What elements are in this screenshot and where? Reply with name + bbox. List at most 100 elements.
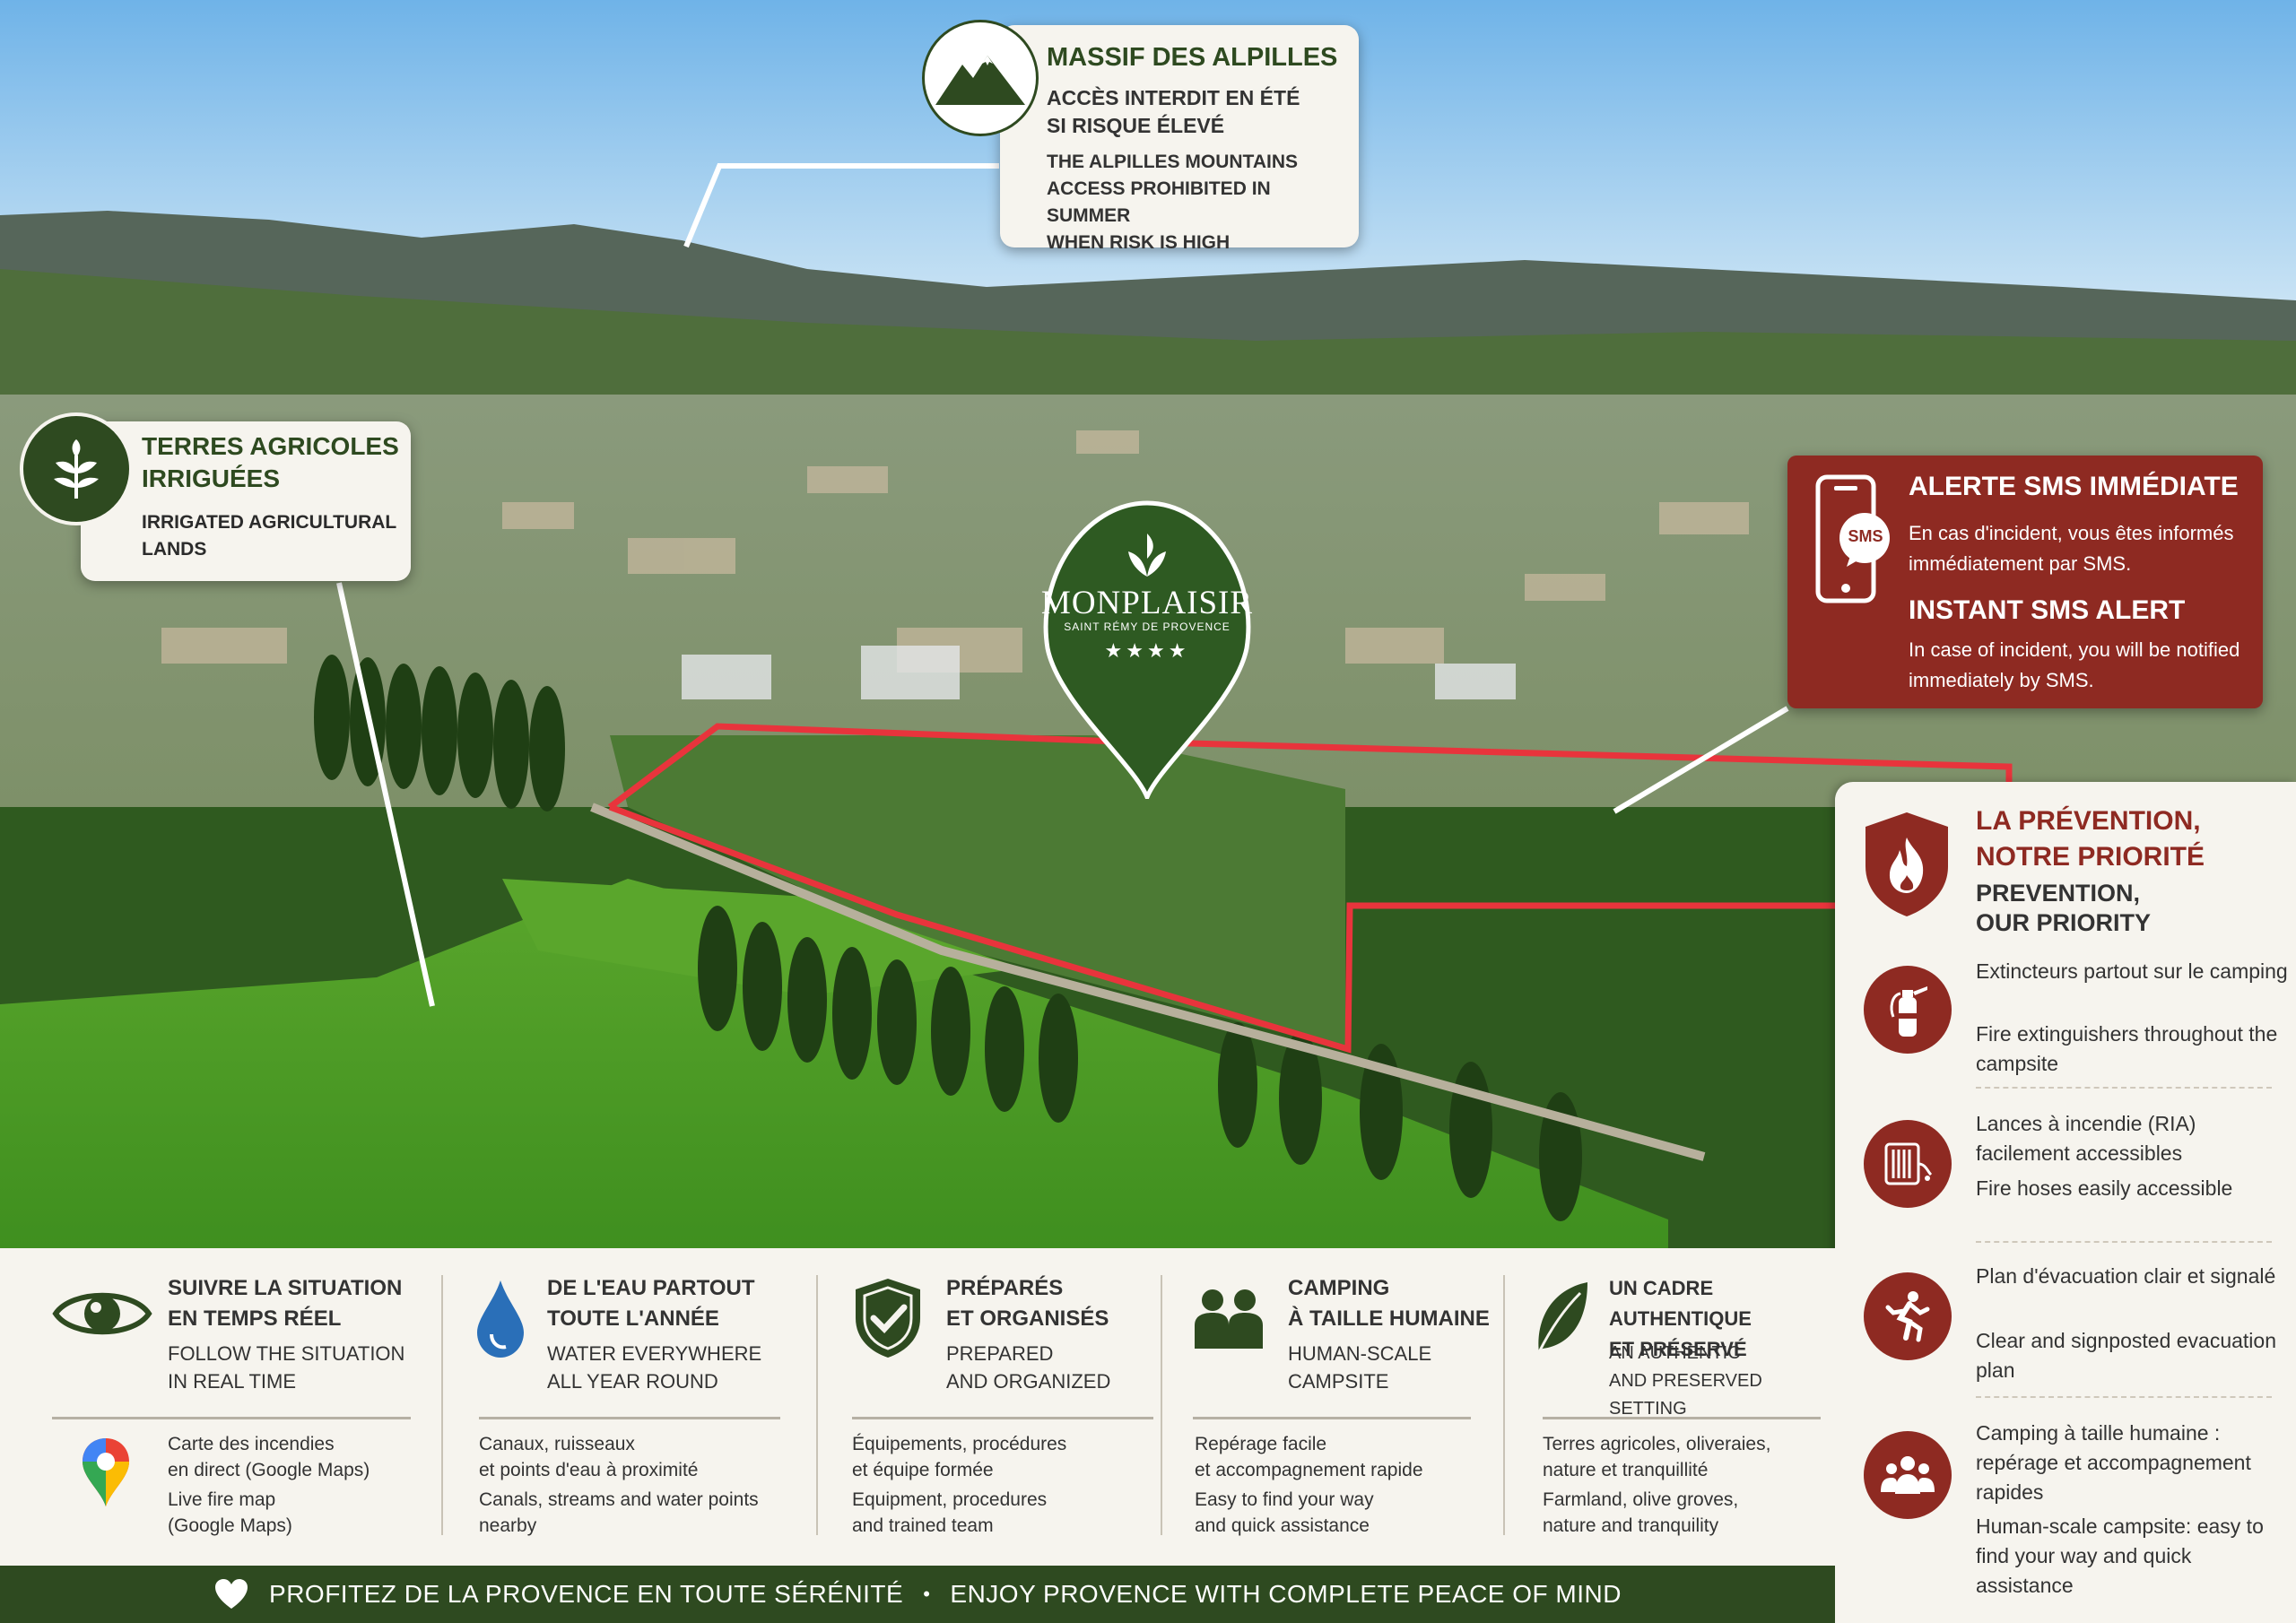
feature-en-line1: PREPARED [946, 1342, 1054, 1365]
leaf-icon [1537, 1282, 1587, 1353]
eye-icon [52, 1292, 152, 1335]
features-band: SUIVRE LA SITUATION EN TEMPS RÉEL FOLLOW… [0, 1248, 1835, 1566]
heart-icon [215, 1579, 248, 1609]
feature-title-line1: PRÉPARÉS [946, 1276, 1064, 1300]
sms-title-en: INSTANT SMS ALERT [1909, 595, 2186, 625]
footer-separator: • [923, 1583, 931, 1605]
feature-desc-fr-line2: en direct (Google Maps) [168, 1460, 370, 1480]
feature-desc-fr-line1: Repérage facile [1195, 1434, 1327, 1454]
alpilles-en-line3: WHEN RISK IS HIGH [1047, 232, 1231, 253]
feature-title-en: HUMAN-SCALE CAMPSITE [1288, 1340, 1431, 1395]
feature-separator [1503, 1275, 1505, 1535]
terres-title-line2: IRRIGUÉES [142, 464, 281, 492]
feature-desc-fr-line1: Équipements, procédures [852, 1434, 1067, 1454]
prevention-title-fr: LA PRÉVENTION, NOTRE PRIORITÉ [1976, 803, 2205, 875]
feature-desc-fr-line1: Terres agricoles, oliveraies, [1543, 1434, 1771, 1454]
feature-desc-fr: Canaux, ruisseaux et points d'eau à prox… [479, 1431, 698, 1483]
prevention-title-en: PREVENTION, OUR PRIORITY [1976, 879, 2151, 938]
feature-en-line2: AND PRESERVED SETTING [1609, 1371, 1762, 1419]
feature-desc-fr: Repérage facile et accompagnement rapide [1195, 1431, 1423, 1483]
sms-alert-panel: SMS ALERTE SMS IMMÉDIATE En cas d'incide… [1787, 456, 2263, 708]
feature-desc-en: Live fire map (Google Maps) [168, 1487, 292, 1539]
prevention-item-fr: Lances à incendie (RIA) facilement acces… [1976, 1112, 2196, 1165]
feature-separator [441, 1275, 443, 1535]
feature-title-en: PREPARED AND ORGANIZED [946, 1340, 1110, 1395]
fire-hose-icon [1884, 1142, 1933, 1185]
footer-text-fr: PROFITEZ DE LA PROVENCE EN TOUTE SÉRÉNIT… [269, 1580, 904, 1608]
prevention-item-fr: Camping à taille humaine : repérage et a… [1976, 1421, 2251, 1504]
feature-en-line2: CAMPSITE [1288, 1370, 1389, 1393]
feature-desc-fr-line2: et équipe formée [852, 1460, 994, 1480]
terres-en-line2: LANDS [142, 539, 207, 560]
feature-desc-fr: Équipements, procédures et équipe formée [852, 1431, 1066, 1483]
group-badge [1864, 1431, 1952, 1519]
feature-divider [479, 1417, 780, 1419]
feature-title-line2: ET PRÉSERVÉ [1609, 1338, 1747, 1360]
feature-desc-fr: Terres agricoles, oliveraies, nature et … [1543, 1431, 1770, 1483]
alpilles-callout: MASSIF DES ALPILLES ACCÈS INTERDIT EN ÉT… [1000, 25, 1359, 253]
feature-desc-en: Easy to find your way and quick assistan… [1195, 1487, 1374, 1539]
feature-en-line2: AND ORGANIZED [946, 1370, 1111, 1393]
feature-title-en: FOLLOW THE SITUATION IN REAL TIME [168, 1340, 404, 1395]
feature-title: SUIVRE LA SITUATION EN TEMPS RÉEL [168, 1273, 402, 1334]
alpilles-text-en: THE ALPILLES MOUNTAINS ACCESS PROHIBITED… [1047, 149, 1359, 256]
mountain-icon [935, 56, 1025, 105]
sms-text-en: In case of incident, you will be notifie… [1909, 638, 2240, 691]
feature-separator [816, 1275, 818, 1535]
prevention-en-line2: OUR PRIORITY [1976, 909, 2152, 936]
prevention-item-en: Human-scale campsite: easy to find your … [1976, 1515, 2264, 1597]
prevention-panel: LA PRÉVENTION, NOTRE PRIORITÉ PREVENTION… [1835, 782, 2296, 1623]
feature-prepared: PRÉPARÉS ET ORGANISÉS PREPARED AND ORGAN… [825, 1248, 1166, 1566]
feature-water: DE L'EAU PARTOUT TOUTE L'ANNÉE WATER EVE… [448, 1248, 807, 1566]
footer-text-en: ENJOY PROVENCE WITH COMPLETE PEACE OF MI… [950, 1580, 1622, 1608]
alpilles-fr-line1: ACCÈS INTERDIT EN ÉTÉ [1047, 86, 1300, 109]
logo-subtitle: SAINT RÉMY DE PROVENCE [1064, 621, 1231, 633]
feature-title-en: WATER EVERYWHERE ALL YEAR ROUND [547, 1340, 761, 1395]
feature-title-line2: À TAILLE HUMAINE [1288, 1306, 1490, 1331]
feature-title-line1: CAMPING [1288, 1276, 1390, 1300]
terres-callout: TERRES AGRICOLES IRRIGUÉES IRRIGATED AGR… [81, 421, 411, 581]
prevention-item-en: Clear and signposted evacuation plan [1976, 1329, 2277, 1382]
alpilles-fr-line2: SI RISQUE ÉLEVÉ [1047, 114, 1225, 137]
feature-title-line1: SUIVRE LA SITUATION [168, 1276, 403, 1300]
prevention-divider [1976, 1087, 2272, 1089]
feature-human-scale: CAMPING À TAILLE HUMAINE HUMAN-SCALE CAM… [1166, 1248, 1507, 1566]
feature-separator [1161, 1275, 1162, 1535]
feature-en-line2: IN REAL TIME [168, 1370, 297, 1393]
prevention-item-en: Fire hoses easily accessible [1976, 1176, 2233, 1200]
feature-desc-en-line2: and trained team [852, 1515, 994, 1536]
prevention-en-line1: PREVENTION, [1976, 880, 2141, 907]
feature-title-line2: ET ORGANISÉS [946, 1306, 1109, 1331]
feature-title: PRÉPARÉS ET ORGANISÉS [946, 1273, 1109, 1334]
alpilles-text-fr: ACCÈS INTERDIT EN ÉTÉ SI RISQUE ÉLEVÉ [1047, 84, 1300, 140]
feature-desc-fr-line1: Carte des incendies [168, 1434, 335, 1454]
feature-title-line1: DE L'EAU PARTOUT [547, 1276, 755, 1300]
terres-title-line1: TERRES AGRICOLES [142, 432, 399, 460]
feature-en-line1: WATER EVERYWHERE [547, 1342, 762, 1365]
feature-desc-en: Farmland, olive groves, nature and tranq… [1543, 1487, 1738, 1539]
alpilles-en-line2: ACCESS PROHIBITED IN SUMMER [1047, 178, 1271, 226]
feature-title-line2: TOUTE L'ANNÉE [547, 1306, 719, 1331]
shield-check-icon [856, 1279, 920, 1358]
feature-desc-en-line1: Equipment, procedures [852, 1489, 1048, 1510]
feature-title-line2: EN TEMPS RÉEL [168, 1306, 342, 1331]
feature-en-line1: HUMAN-SCALE [1288, 1342, 1432, 1365]
logo-name: MONPLAISIR [1040, 585, 1254, 621]
logo-stars: ★★★★ [1104, 639, 1190, 662]
prevention-title-line1: LA PRÉVENTION, [1976, 806, 2201, 836]
feature-desc-fr-line2: et points d'eau à proximité [479, 1460, 699, 1480]
feature-divider [852, 1417, 1153, 1419]
feature-en-line2: ALL YEAR ROUND [547, 1370, 718, 1393]
map-pin-shape [1043, 500, 1251, 799]
footer-banner: PROFITEZ DE LA PROVENCE EN TOUTE SÉRÉNIT… [0, 1566, 1835, 1623]
alpilles-en-line1: THE ALPILLES MOUNTAINS [1047, 152, 1298, 172]
feature-desc-fr-line2: nature et tranquillité [1543, 1460, 1709, 1480]
feature-divider [1543, 1417, 1821, 1419]
feature-desc-en-line1: Farmland, olive groves, [1543, 1489, 1739, 1510]
feature-desc-en-line2: and quick assistance [1195, 1515, 1370, 1536]
feature-desc-en-line1: Live fire map [168, 1489, 276, 1510]
feature-en-line1: FOLLOW THE SITUATION [168, 1342, 405, 1365]
monplaisir-location-pin: MONPLAISIR SAINT RÉMY DE PROVENCE ★★★★ [1040, 496, 1254, 799]
fire-hose-badge [1864, 1120, 1952, 1208]
feature-desc-fr-line2: et accompagnement rapide [1195, 1460, 1423, 1480]
